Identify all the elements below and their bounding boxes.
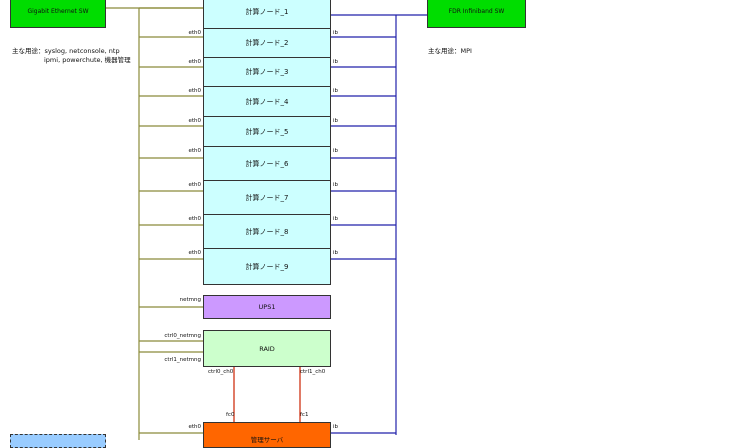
ethernet-links [106, 7, 203, 440]
compute-node-ib-label: ib [333, 0, 338, 3]
compute-node-label: 計算ノード_5 [245, 127, 289, 136]
raid-ctrl1-ch0-label: ctrl1_ch0 [300, 369, 326, 375]
management-server-box: 管理サーバ [203, 422, 331, 448]
compute-node-5: 計算ノード_5 [203, 116, 331, 147]
compute-node-eth0-label: eth0 [188, 30, 201, 36]
compute-node-label: 計算ノード_2 [245, 39, 289, 47]
gigabit-usage-line-2: ipmi, powerchute, 機器管理 [44, 55, 131, 64]
fdr-switch-label: FDR Infiniband SW [448, 7, 505, 15]
raid-ctrl0-netmng-label: ctrl0_netmng [164, 333, 201, 339]
compute-node-eth0-label: eth0 [188, 59, 201, 65]
compute-node-2: 計算ノード_2 [203, 28, 331, 58]
compute-node-label: 計算ノード_8 [245, 227, 289, 236]
management-server-label: 管理サーバ [250, 436, 284, 444]
gigabit-switch-label: Gigabit Ethernet SW [27, 7, 89, 15]
compute-node-8: 計算ノード_8 [203, 214, 331, 249]
compute-node-ib-label: ib [333, 148, 339, 154]
compute-node-eth0-label: eth0 [188, 118, 201, 124]
fibre-channel-links [233, 367, 301, 422]
compute-node-eth0-label: eth0 [188, 216, 201, 222]
mgmt-eth0-label: eth0 [188, 424, 201, 430]
mgmt-fc1-label: fc1 [300, 412, 309, 418]
gigabit-ethernet-switch: Gigabit Ethernet SW [10, 0, 106, 28]
compute-node-eth0-label: eth0 [188, 148, 201, 154]
fdr-usage-note: 主な用途：MPI [428, 47, 472, 56]
compute-node-eth0-label: eth0 [188, 88, 201, 94]
raid-box: RAID [203, 330, 331, 367]
compute-node-eth0-label: eth0 [170, 0, 201, 3]
compute-node-label: 計算ノード_4 [245, 97, 289, 106]
bottom-left-device-box [10, 434, 106, 448]
compute-node-label: 計算ノード_6 [245, 159, 289, 168]
compute-node-ib-label: ib [333, 182, 339, 188]
compute-node-label: 計算ノード_7 [245, 193, 289, 202]
raid-ctrl1-netmng-label: ctrl1_netmng [164, 357, 201, 363]
compute-node-4: 計算ノード_4 [203, 86, 331, 117]
fdr-infiniband-switch: FDR Infiniband SW [427, 0, 526, 28]
gigabit-usage-line-1: 主な用途：syslog, netconsole, ntp [12, 47, 120, 55]
compute-node-ib-label: ib [333, 216, 339, 222]
mgmt-ib-label: ib [333, 424, 339, 430]
compute-node-1: 計算ノード_1 [203, 0, 331, 29]
compute-node-ib-label: ib [333, 250, 339, 256]
infiniband-links [331, 14, 427, 435]
compute-node-ib-label: ib [333, 118, 339, 124]
fdr-usage-line-1: 主な用途：MPI [428, 47, 472, 55]
compute-node-label: 計算ノード_1 [245, 7, 289, 16]
raid-label: RAID [259, 344, 275, 353]
compute-node-3: 計算ノード_3 [203, 57, 331, 87]
gigabit-usage-note: 主な用途：syslog, netconsole, ntp ipmi, power… [12, 47, 131, 65]
compute-node-ib-label: ib [333, 59, 339, 65]
compute-node-label: 計算ノード_3 [245, 68, 289, 76]
compute-node-eth0-label: eth0 [188, 182, 201, 188]
compute-node-6: 計算ノード_6 [203, 146, 331, 181]
compute-node-9: 計算ノード_9 [203, 248, 331, 285]
raid-ctrl0-ch0-label: ctrl0_ch0 [208, 369, 234, 375]
ups-box: UPS1 [203, 295, 331, 319]
compute-node-7: 計算ノード_7 [203, 180, 331, 215]
mgmt-fc0-label: fc0 [226, 412, 235, 418]
compute-node-ib-label: ib [333, 30, 339, 36]
ups-label: UPS1 [258, 303, 276, 311]
compute-node-label: 計算ノード_9 [245, 262, 289, 271]
ups-netmng-label: netmng [179, 297, 201, 303]
compute-node-ib-label: ib [333, 88, 339, 94]
compute-node-eth0-label: eth0 [188, 250, 201, 256]
